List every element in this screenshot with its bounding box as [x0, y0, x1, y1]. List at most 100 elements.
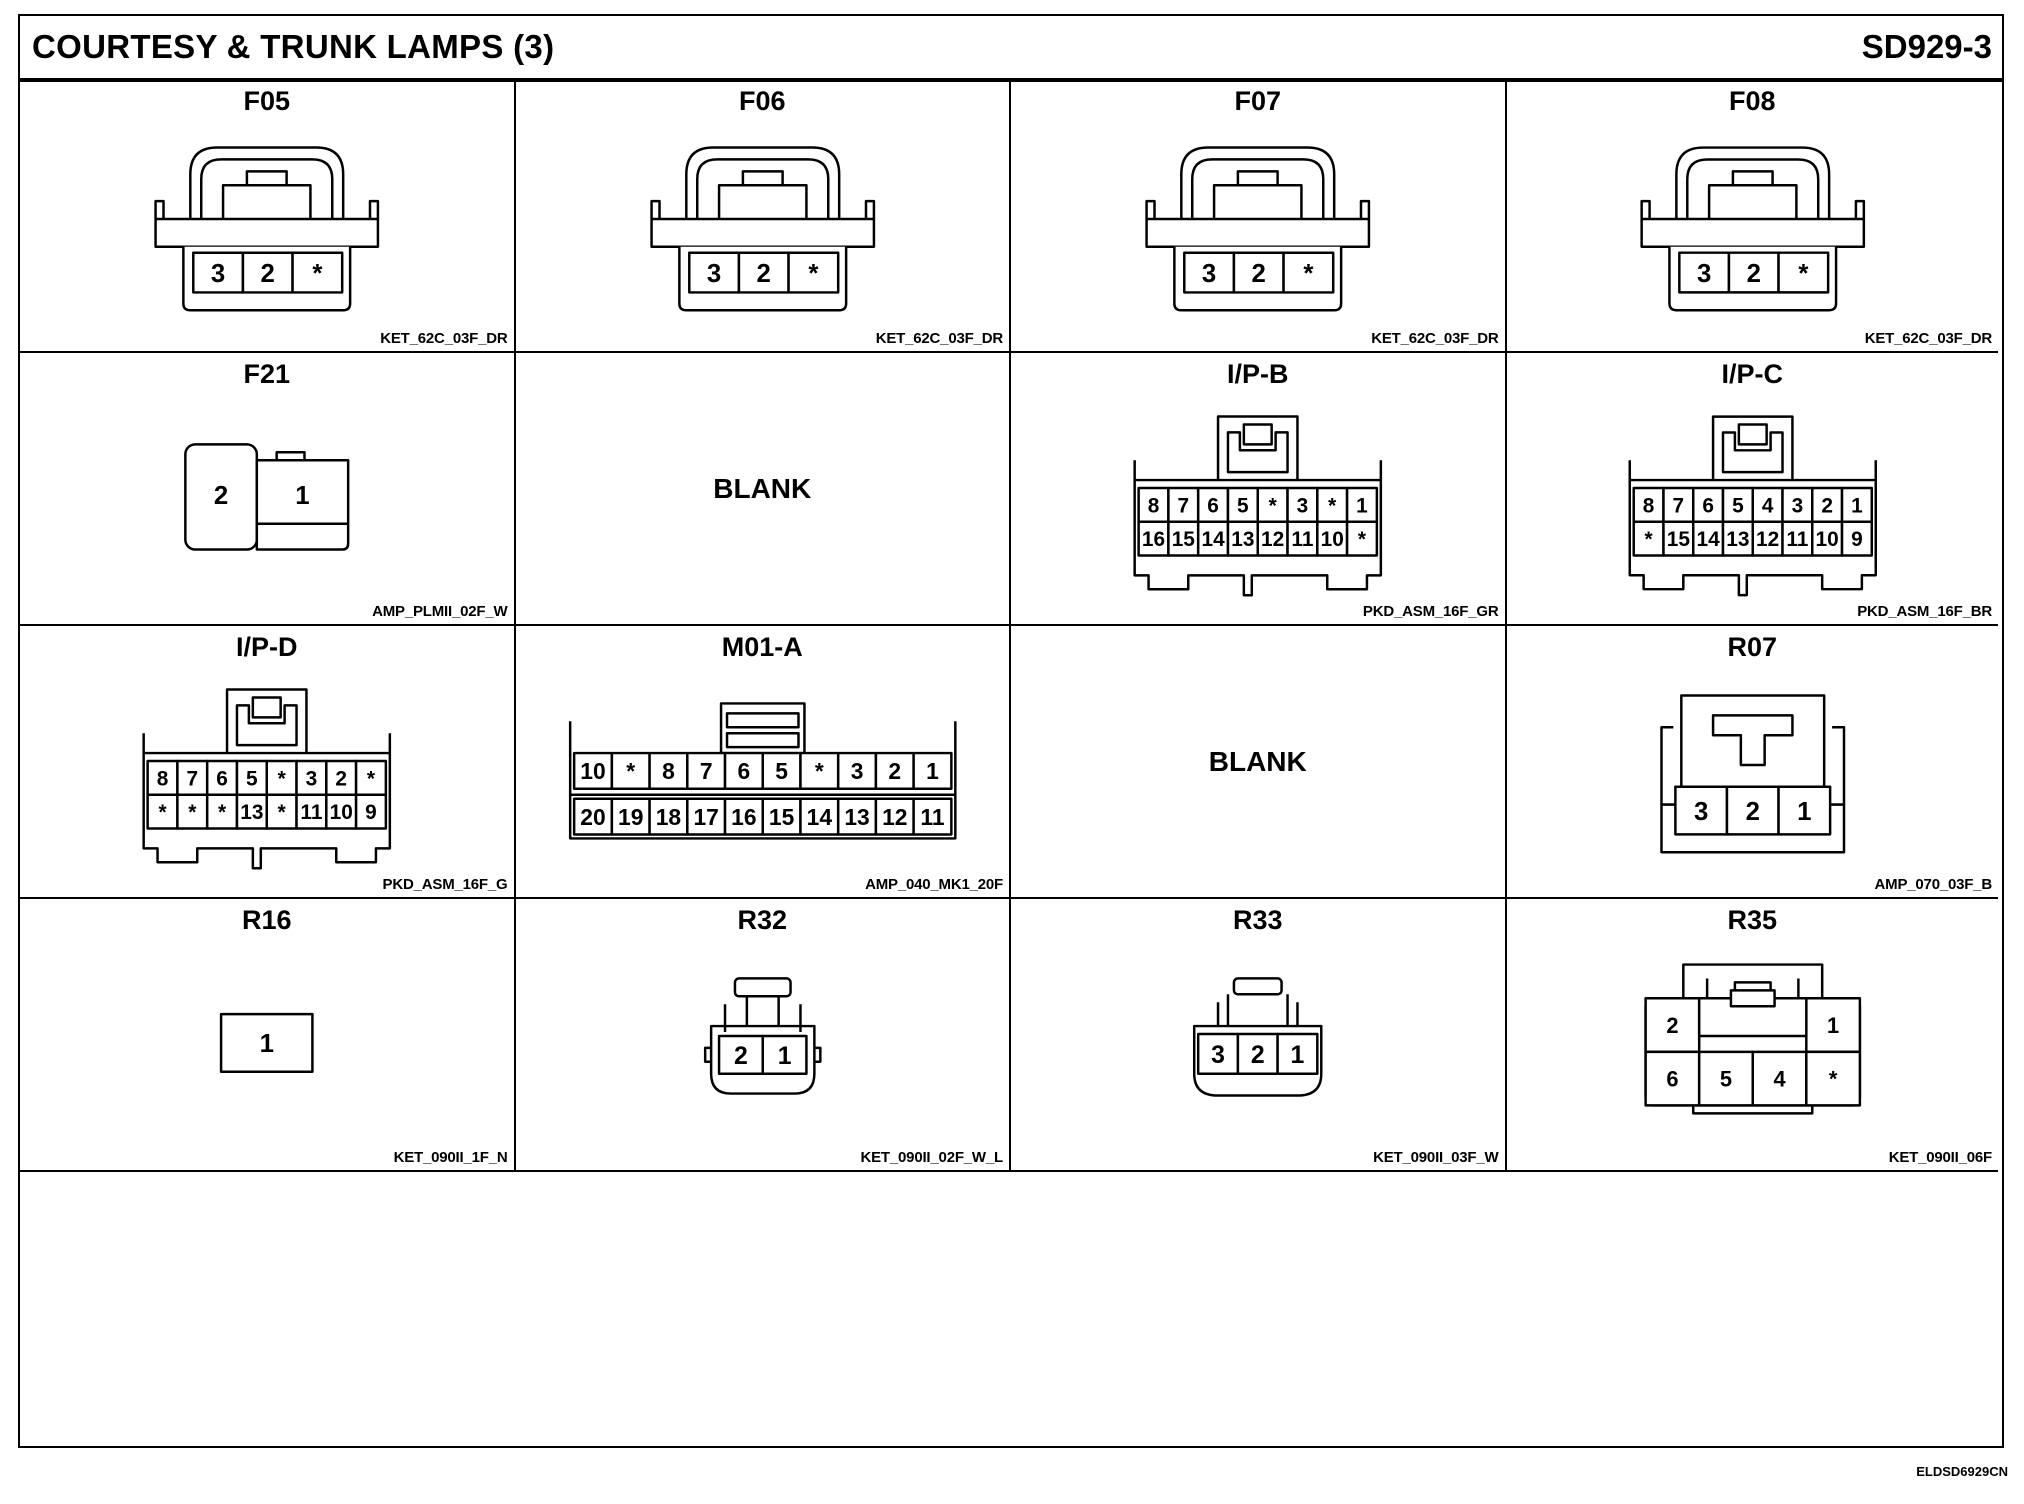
pin-label: 3: [1202, 260, 1216, 288]
pin-label: 6: [1207, 494, 1219, 517]
pin-label: 12: [1261, 528, 1284, 551]
pin-label: 3: [1211, 1042, 1225, 1069]
pin-label: 3: [306, 767, 318, 790]
pin-label: 1: [1291, 1042, 1305, 1069]
pin-cell: [761, 1034, 808, 1075]
pin-label: 2: [335, 767, 347, 790]
pin-label: 13: [1231, 528, 1254, 551]
latch-housing: [1679, 694, 1825, 805]
latch-tab: [245, 170, 288, 187]
latch-tab: [275, 451, 306, 462]
pin-cell: [1780, 520, 1814, 557]
pin-label: 2: [1821, 494, 1833, 517]
pin-cell: [1727, 251, 1780, 294]
pin-label: 1: [1827, 1013, 1839, 1038]
pin-label: 2: [214, 482, 228, 510]
latch-tab: [741, 170, 784, 187]
pin-cell: [874, 797, 915, 836]
page-title: COURTESY & TRUNK LAMPS (3): [32, 28, 555, 65]
latch-tab: [733, 977, 792, 998]
pin-cell: [1345, 520, 1379, 557]
pin-label: 16: [1142, 528, 1165, 551]
pin-cell: [1256, 520, 1289, 557]
pin-label: 1: [260, 1030, 274, 1058]
pin-label: 7: [1178, 494, 1190, 517]
latch-tab: [1236, 170, 1279, 187]
connector-part-number: KET_62C_03F_DR: [1864, 330, 1992, 347]
pin-cell: [1840, 486, 1873, 523]
pin-cell: [911, 797, 953, 836]
flange: [154, 217, 380, 249]
pin-cell: [1804, 1050, 1861, 1107]
connector-part-number: KET_090II_03F_W: [1373, 1149, 1499, 1166]
pin-cell: [874, 751, 915, 791]
pin-label: 15: [768, 804, 794, 830]
pin-label: 10: [580, 758, 605, 784]
pin-label: 7: [1672, 494, 1684, 517]
latch-outer: [1674, 146, 1830, 224]
pin-label: *: [626, 758, 635, 784]
pin-cell: [1196, 520, 1230, 557]
pin-label: 12: [882, 804, 907, 830]
pin-cell: [798, 751, 839, 791]
pin-label: *: [218, 801, 227, 824]
pin-cell: [786, 251, 839, 294]
latch-inner: [199, 158, 334, 224]
connector-id: F08: [1728, 86, 1776, 116]
connector-id: F07: [1234, 86, 1282, 116]
pin-cell: [265, 793, 298, 830]
latch-tab: [1232, 977, 1283, 996]
connector-id: R35: [1727, 905, 1778, 935]
pin-label: 15: [1172, 528, 1195, 551]
blank-connector-cell: BLANK: [515, 353, 1011, 626]
connector-part-number: KET_62C_03F_DR: [875, 330, 1003, 347]
connector-part-number: AMP_070_03F_B: [1874, 876, 1993, 893]
pin-label: 13: [844, 804, 869, 830]
pin-cell: [1776, 251, 1829, 294]
pin-label: 1: [1851, 494, 1863, 517]
latch: [235, 704, 298, 747]
pin-label: 5: [775, 758, 788, 784]
connector-id: F06: [738, 86, 786, 116]
pin-label: 1: [1356, 494, 1368, 517]
pin-label: 2: [888, 758, 901, 784]
pin-label: 13: [240, 801, 263, 824]
center-tab: [1729, 989, 1776, 1008]
pin-cell: [1661, 486, 1694, 523]
pin-cell: [354, 759, 388, 796]
key-tab: [1711, 714, 1794, 767]
pin-label: 5: [246, 767, 258, 790]
pin-cell: [798, 797, 839, 836]
pin-cell: [354, 793, 388, 830]
pin-label: *: [278, 801, 287, 824]
pin-label: *: [1358, 528, 1367, 551]
flange-ears: [1145, 199, 1371, 219]
pin-label: 15: [1666, 528, 1689, 551]
connector-id: I/P-D: [235, 632, 298, 662]
latch-outer: [1180, 146, 1336, 224]
pin-cell: [610, 797, 651, 836]
pin-label: 9: [1851, 528, 1863, 551]
pin-cell: [192, 251, 245, 294]
pin-label: 2: [261, 260, 275, 288]
connector-shape: 1: [219, 1012, 314, 1073]
connector-id: F05: [243, 86, 291, 116]
pin-label: 3: [211, 260, 225, 288]
housing: [1628, 460, 1877, 597]
connector-id: R16: [241, 905, 292, 935]
pin-cell: [1643, 997, 1700, 1054]
pin-cell: [1286, 486, 1319, 523]
pin-cell: [761, 751, 802, 791]
